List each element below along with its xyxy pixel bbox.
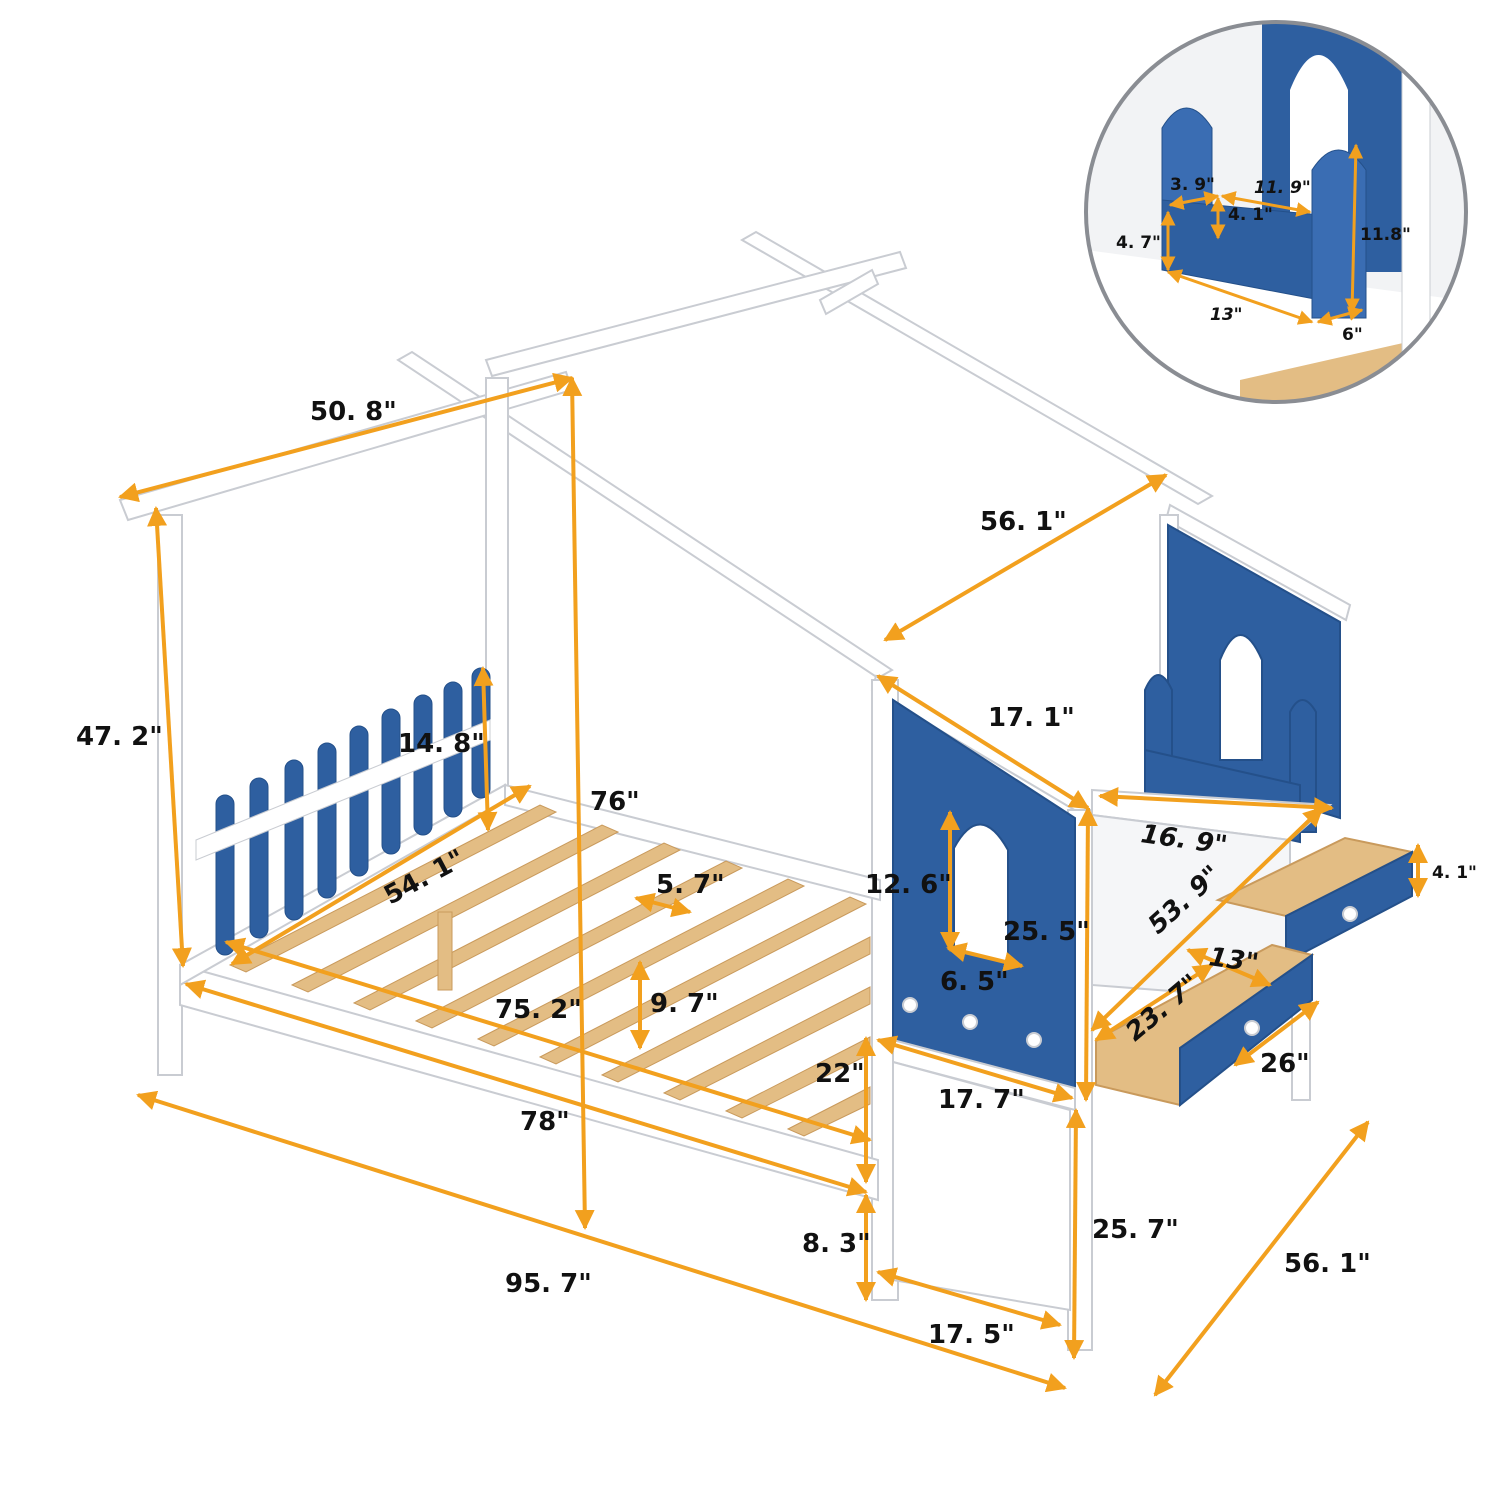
fence-picket: [284, 759, 304, 921]
dim-line-shelf-width: [1098, 786, 1334, 818]
dim-line-post-height: [147, 506, 192, 968]
dim-line-slat-span: [230, 784, 532, 966]
dim-line-step-depth: [876, 1035, 1074, 1103]
dim-line-roof-slope: [876, 674, 1090, 810]
label-total-height: 76": [590, 787, 640, 817]
inset-dim-back-height: [1344, 143, 1364, 314]
dim-line-drawer-depth: [1094, 963, 1214, 1042]
dim-line-slat-spacing: [634, 892, 692, 918]
inset-dim-shelf-depth: [1168, 191, 1220, 210]
drawer-knob: [1244, 1020, 1260, 1036]
label-step-depth: 17. 7": [938, 1085, 1025, 1115]
label-slat-gap: 9. 7": [650, 989, 719, 1019]
inset-label-base-width: 13": [1210, 305, 1243, 325]
fence-picket: [249, 777, 269, 939]
label-stair-height: 25. 7": [1092, 1215, 1179, 1245]
dim-line-window-width: [946, 942, 1024, 972]
dimension-labels: 50. 8" 47. 2" 14. 8" 54. 1" 76" 5. 7" 9.…: [76, 397, 1477, 1350]
label-window-height: 12. 6": [865, 870, 952, 900]
dimension-lines: [118, 372, 1428, 1397]
dim-line-stair-width: [876, 1267, 1062, 1330]
inset-dim-base-depth: [1316, 306, 1364, 326]
label-step-height: 25. 5": [1003, 917, 1090, 947]
label-leg-height: 8. 3": [802, 1229, 871, 1259]
drawer-knob: [1342, 906, 1358, 922]
label-floor-clearance: 22": [815, 1059, 865, 1089]
detail-inset: 3. 9" 11. 9" 4. 1" 4. 7" 11.8" 13" 6": [1084, 20, 1468, 404]
label-roof-slope: 17. 1": [988, 703, 1075, 733]
front-knob: [962, 1014, 978, 1030]
front-wall-window: [953, 823, 1009, 964]
label-inner-length: 75. 2": [495, 995, 582, 1025]
inset-label-divider-height: 4. 1": [1228, 205, 1273, 225]
dim-line-overall-width: [1153, 1120, 1370, 1397]
label-drawer-height: 4. 1": [1432, 863, 1477, 883]
label-window-width: 6. 5": [940, 967, 1009, 997]
dim-line-roof-width: [883, 473, 1168, 642]
label-overall-length: 95. 7": [505, 1269, 592, 1299]
fence-picket: [317, 742, 337, 899]
inset-label-shelf-width: 11. 9": [1254, 178, 1311, 198]
label-drawer-length: 26": [1260, 1049, 1310, 1079]
label-drawer-width: 13": [1207, 942, 1260, 979]
roof-back-beam: [484, 250, 908, 378]
inset-label-side-height: 4. 7": [1116, 233, 1161, 253]
inset-labels: 3. 9" 11. 9" 4. 1" 4. 7" 11.8" 13" 6": [1116, 175, 1411, 345]
dim-line-drawer-length: [1233, 1000, 1320, 1067]
label-fence-height: 14. 8": [398, 729, 485, 759]
roof-ridge-beam-back: [739, 230, 1215, 506]
label-post-height: 47. 2": [76, 722, 163, 752]
inset-label-back-height: 11.8": [1360, 225, 1411, 245]
inset-label-base-depth: 6": [1342, 325, 1363, 345]
back-wall-window: [1219, 634, 1263, 761]
inset-dim-shelf-width: [1220, 191, 1312, 217]
label-roof-length: 50. 8": [310, 397, 397, 427]
dim-line-overall-length: [136, 1090, 1067, 1393]
label-rail-length: 78": [520, 1107, 570, 1137]
dim-line-roof-length: [118, 372, 574, 503]
front-knob: [1026, 1032, 1042, 1048]
dim-line-stair-height: [1064, 1108, 1086, 1360]
label-roof-width: 56. 1": [980, 507, 1067, 537]
dim-line-drawer-width: [1186, 947, 1272, 988]
roof-cross-beam: [818, 268, 880, 316]
center-support-leg: [437, 911, 453, 991]
inset-dim-base-width: [1166, 269, 1314, 325]
label-overall-width: 56. 1": [1284, 1249, 1371, 1279]
dim-line-step-height: [1076, 806, 1098, 1102]
front-knob: [902, 997, 918, 1013]
inset-dimension-lines: [1160, 143, 1364, 326]
fence-picket: [215, 794, 235, 956]
inset-border: [1084, 20, 1468, 404]
slat: [352, 842, 682, 1011]
label-stair-width: 17. 5": [928, 1320, 1015, 1350]
inset-label-shelf-depth: 3. 9": [1170, 175, 1215, 195]
fence-picket: [349, 725, 369, 877]
inset-shelf-right: [1311, 149, 1367, 319]
label-slat-spacing: 5. 7": [656, 870, 725, 900]
